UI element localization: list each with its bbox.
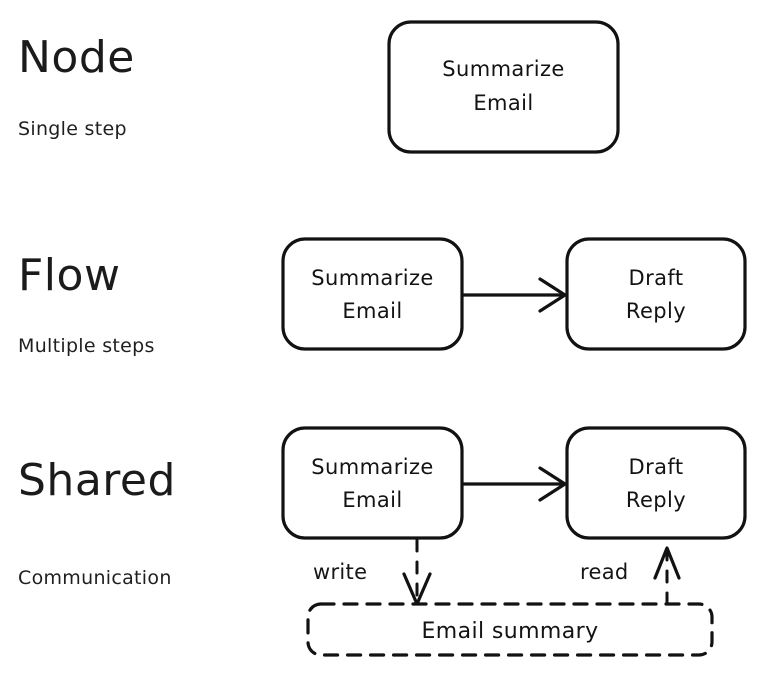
- edge-write: write: [313, 538, 432, 606]
- flow-arrow-summarize-to-draft: [461, 277, 567, 313]
- shared-box-draft-reply[interactable]: Draft Reply: [565, 426, 747, 540]
- section-subtitle-shared: Communication: [18, 567, 172, 589]
- section-title-flow: Flow: [18, 250, 120, 301]
- shared-store-label: Email summary: [421, 619, 598, 644]
- edge-write-label: write: [313, 560, 367, 584]
- shared-box-summarize-label-line2: Email: [342, 488, 402, 512]
- shared-box-summarize-label-line1: Summarize: [311, 455, 433, 479]
- section-title-shared: Shared: [18, 455, 176, 506]
- shared-box-draft-shape: [565, 426, 747, 540]
- section-subtitle-node: Single step: [18, 118, 127, 140]
- shared-box-summarize-email[interactable]: Summarize Email: [281, 426, 464, 540]
- shared-box-draft-label-line2: Reply: [626, 488, 686, 512]
- edge-read-arrow-head-icon: [653, 546, 681, 580]
- flow-box-summarize-email[interactable]: Summarize Email: [281, 237, 464, 351]
- flow-box-draft-reply[interactable]: Draft Reply: [565, 237, 747, 351]
- edge-read-label: read: [580, 560, 629, 584]
- node-box-shape: [387, 20, 620, 154]
- node-box-summarize-email[interactable]: Summarize Email: [387, 20, 620, 154]
- flow-box-draft-label-line2: Reply: [626, 299, 686, 323]
- flow-box-summarize-label-line2: Email: [342, 299, 402, 323]
- shared-store-email-summary[interactable]: Email summary: [306, 602, 714, 657]
- section-shared: Shared Communication Summarize Email Dra…: [18, 426, 747, 657]
- edge-read: read: [580, 546, 681, 606]
- shared-arrow-head-icon: [538, 466, 567, 502]
- flow-box-summarize-label-line1: Summarize: [311, 266, 433, 290]
- flow-box-summarize-shape: [281, 237, 464, 351]
- shared-box-draft-label-line1: Draft: [629, 455, 684, 479]
- shared-box-summarize-shape: [281, 426, 464, 540]
- node-box-label-line2: Email: [473, 91, 533, 115]
- flow-box-draft-shape: [565, 237, 747, 351]
- shared-store-shape: [306, 602, 714, 657]
- flow-arrow-head-icon: [538, 277, 567, 313]
- section-node: Node Single step Summarize Email: [18, 20, 620, 154]
- section-title-node: Node: [18, 32, 135, 83]
- shared-arrow-summarize-to-draft: [461, 466, 567, 502]
- section-subtitle-flow: Multiple steps: [18, 335, 155, 357]
- node-box-label-line1: Summarize: [442, 57, 564, 81]
- flow-box-draft-label-line1: Draft: [629, 266, 684, 290]
- section-flow: Flow Multiple steps Summarize Email Draf…: [18, 237, 747, 357]
